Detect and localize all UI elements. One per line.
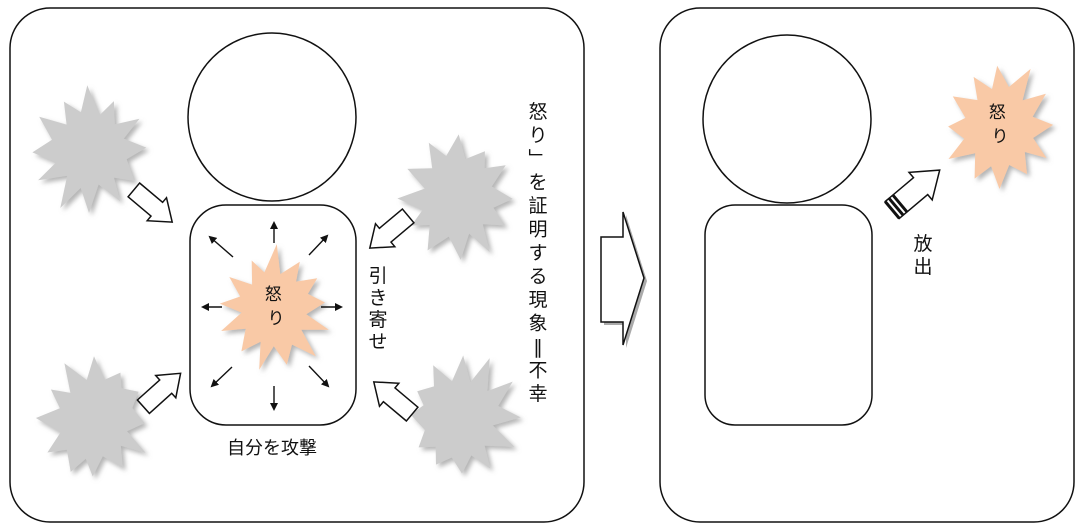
- release-arrow-stripes: [884, 194, 909, 220]
- radiate-arrow-down-left: [210, 366, 233, 388]
- anger-burst: [219, 244, 329, 370]
- person-body-right: [704, 204, 873, 426]
- transition-arrow: [600, 211, 647, 348]
- radiate-arrow-up-right: [308, 234, 329, 256]
- released-anger-burst: [948, 65, 1054, 189]
- person-head-right: [702, 34, 872, 204]
- right-panel: 放出 怒 り: [659, 7, 1075, 523]
- misfortune-burst-bottom-left: [35, 356, 146, 477]
- pull-label: 引き寄せ: [368, 265, 387, 353]
- left-panel: 怒 り 自分を攻撃 引き寄せ 怒り﹂を証明する現象‖不幸: [9, 7, 585, 523]
- radiate-arrow-up-left: [208, 235, 234, 258]
- radiating-arrows: [201, 221, 343, 411]
- self-attack-label: 自分を攻撃: [227, 438, 317, 459]
- anger-label: 怒 り: [265, 285, 287, 329]
- pull-arrow-top-left: [127, 181, 174, 223]
- side-caption: 怒り﹂を証明する現象‖不幸: [528, 101, 547, 405]
- radiate-arrow-down-right: [308, 365, 330, 388]
- person-head: [187, 32, 357, 202]
- released-anger-label: 怒 り: [989, 103, 1011, 147]
- misfortune-burst-bottom-right: [410, 355, 521, 474]
- pull-arrow-top-right: [368, 207, 415, 249]
- misfortune-burst-top-left: [32, 85, 147, 213]
- misfortune-burst-top-right: [397, 134, 513, 260]
- pull-arrow-bottom-left: [136, 372, 182, 415]
- release-arrow: [884, 169, 941, 220]
- release-label: 放出: [913, 233, 932, 278]
- pull-arrow-bottom-right: [372, 381, 419, 423]
